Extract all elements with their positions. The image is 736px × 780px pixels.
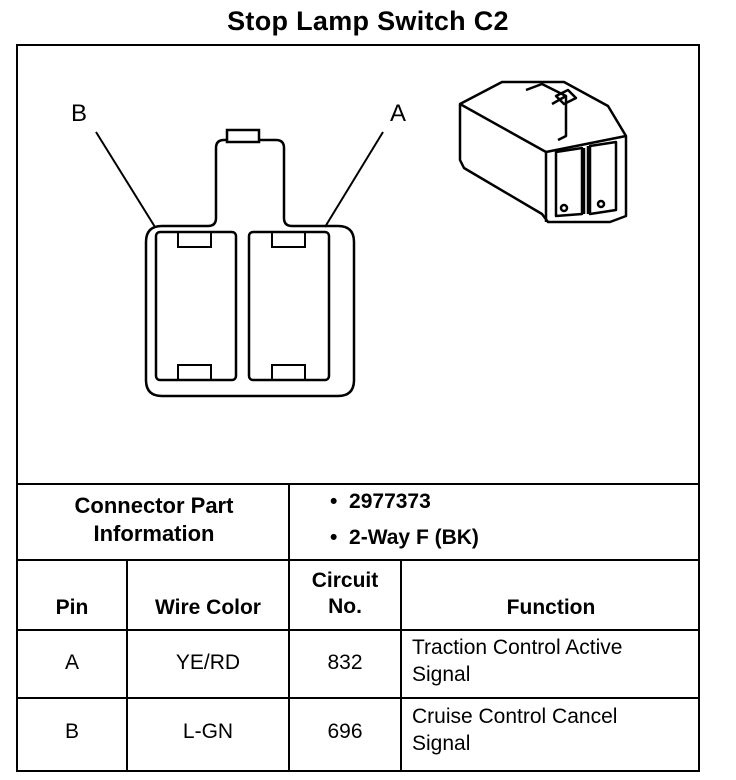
col-divider [288,483,290,559]
connector-drawing: B A [71,80,628,398]
connector-part-bullet: • 2977373 [330,490,431,514]
part-number: 2977373 [349,490,431,513]
header-circuit: Circuit No. [290,568,400,620]
label-b: B [71,100,87,127]
connector-face-outline [144,138,356,398]
row-a-circuit: 832 [327,651,363,674]
cavity-a [247,230,331,382]
header-pin: Pin [55,596,89,619]
row-b-circuit: 696 [327,720,363,743]
header-function: Function [506,596,596,619]
row-b-pin: B [64,720,79,743]
row-b-function: Cruise Control Cancel Signal [412,703,692,757]
terminal-a-top [271,232,306,248]
bullet-dot: • [330,526,350,549]
row-divider [16,559,700,561]
row-a-function: Traction Control Active Signal [412,634,692,688]
connector-type-bullet: • 2-Way F (BK) [330,526,479,550]
col-divider [126,559,128,771]
connector-label-line1: Connector Part [74,493,234,518]
connector-label-line2: Information [93,521,215,546]
header-circuit-line1: Circuit [311,569,379,592]
row-divider [16,697,700,699]
terminal-b-top [177,232,212,248]
row-a-wire-color: YE/RD [175,651,241,674]
leader-line-a [324,131,384,228]
header-circuit-line2: No. [328,595,362,618]
page-title: Stop Lamp Switch C2 [227,6,509,36]
leader-line-b [95,131,156,228]
terminal-a-bottom [271,364,306,380]
header-wire-color: Wire Color [155,596,261,619]
terminal-b-bottom [177,364,212,380]
row-b-function-line2: Signal [412,732,471,755]
row-b-wire-color: L-GN [182,720,234,743]
bullet-dot: • [330,490,350,513]
connector-type: 2-Way F (BK) [349,526,479,549]
cavity-b [154,230,238,382]
connector-3d-view [458,80,628,224]
latch-tab [225,128,261,144]
connector-table-frame [16,44,700,772]
row-a-function-line2: Signal [412,663,471,686]
row-divider [16,629,700,631]
col-divider [288,559,290,771]
col-divider [400,559,402,771]
row-b-function-line1: Cruise Control Cancel [412,705,618,728]
row-a-function-line1: Traction Control Active [412,636,623,659]
label-a: A [390,100,406,127]
row-a-pin: A [64,651,79,674]
row-divider [16,483,700,485]
connector-part-info-label: Connector Part Information [18,492,290,548]
